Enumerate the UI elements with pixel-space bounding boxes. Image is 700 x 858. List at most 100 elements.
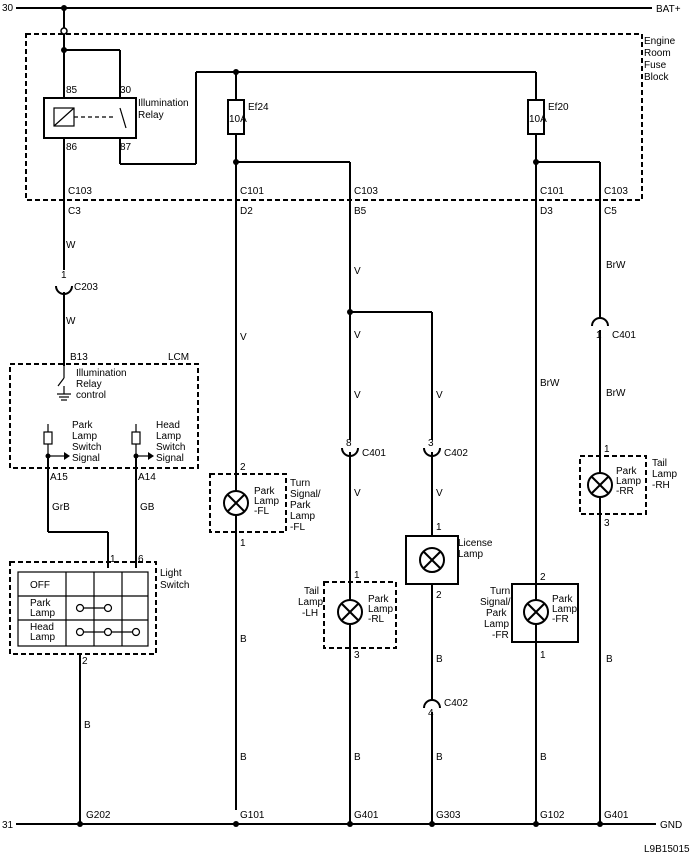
lamp-rl-pin-bot: 3 [354,650,360,661]
wire-color-w1: W [66,240,76,251]
lamp-rr-pin-top: 1 [604,444,610,455]
feed-terminal [60,27,68,35]
light-switch-label-2: Switch [160,580,189,591]
wire-color-b7: B [606,654,613,665]
lamp-fl-pin-top: 2 [240,462,246,473]
lamp-rl-label-3: -RL [368,614,385,625]
light-switch-box [9,561,157,655]
conn-c203: C203 [74,282,98,293]
ground-g401b-dot [597,821,603,827]
switch-pin-2: 2 [82,656,88,667]
wire-color-v1: V [240,332,247,343]
lamp-rl-desc-1: Tail [304,586,319,597]
conn-c402-bot: C402 [444,698,468,709]
ground-g401a: G401 [354,810,379,821]
lamp-fr-desc-5: -FR [492,630,509,641]
lcm-ctrl-label-3: control [76,390,106,401]
head-signal-arrow-icon [148,452,154,460]
lamp-fl-label-3: -FL [254,506,269,517]
rail-30-label: 30 [2,3,14,14]
ground-g202: G202 [86,810,111,821]
lamp-fr-desc-1: Turn [490,586,510,597]
conn-d3: D3 [540,206,553,217]
lamp-rr-box [579,455,647,515]
ground-g101: G101 [240,810,265,821]
lamp-rl-box [323,581,397,649]
lcm-head-label-3: Switch [156,442,185,453]
fuse-ef24-rating: 10A [229,114,247,125]
relay-switch-icon [119,107,127,129]
wire-color-v6: V [436,488,443,499]
lcm-pin-a15: A15 [50,472,68,483]
switch-contact [103,627,113,637]
c402-top-pin: 3 [428,438,434,449]
fuse-block-label-2: Room [644,48,671,59]
relay-pin-87: 87 [120,142,132,153]
lamp-fr-label-3: -FR [552,614,569,625]
lamp-fr-label-2: Lamp [552,604,577,615]
ground-g303-dot [429,821,435,827]
license-pin-top: 1 [436,522,442,533]
lamp-fl-desc-5: -FL [290,522,305,533]
fuse-ef20-name: Ef20 [548,102,569,113]
lamp-rl-desc-2: Lamp [298,597,323,608]
fuse-block-label-4: Block [644,72,669,83]
lamp-fr-pin-bot: 1 [540,650,546,661]
wire-color-b1: B [84,720,91,731]
lamp-fr-label-1: Park [552,594,574,605]
wire-color-w2: W [66,316,76,327]
conn-c101-b: C101 [540,186,564,197]
ground-g202-dot [77,821,83,827]
conn-c402-top: C402 [444,448,468,459]
wire-color-b6: B [540,752,547,763]
lcm-ctrl-switch [57,377,65,387]
relay-label-2: Relay [138,110,164,121]
wire-color-gb: GB [140,502,155,513]
lamp-fr-box [511,583,579,643]
lcm-box [9,363,199,469]
conn-c101-a: C101 [240,186,264,197]
conn-c3: C3 [68,206,81,217]
rail-bat-label: BAT+ [656,4,681,15]
park-signal-arrow-icon [64,452,70,460]
rail-31-label: 31 [2,820,14,831]
fuse-ef24-name: Ef24 [248,102,269,113]
conn-c5: C5 [604,206,617,217]
lcm-park-label-3: Switch [72,442,101,453]
illumination-relay [43,97,137,139]
wire-color-v4: V [436,390,443,401]
fuse-block-label-3: Fuse [644,60,667,71]
lamp-rl-desc-3: -LH [302,608,318,619]
wire-color-brw3: BrW [606,388,626,399]
park-signal-resistor-icon [43,431,53,445]
lamp-rr-label-2: Lamp [616,476,641,487]
c401-rr-connector [591,317,609,327]
lamp-fl-desc-2: Signal/ [290,489,321,500]
lamp-rr-desc-3: -RH [652,480,670,491]
switch-head-label-1: Head [30,622,54,633]
lcm-head-label-2: Lamp [156,431,181,442]
wire-color-b3: B [354,752,361,763]
head-signal-resistor-icon [131,431,141,445]
wire-color-grb: GrB [52,502,70,513]
conn-c103-left: C103 [68,186,92,197]
wire-color-v5: V [354,488,361,499]
relay-pin-85: 85 [66,85,78,96]
lcm-park-label-2: Lamp [72,431,97,442]
lamp-fr-pin-top: 2 [540,572,546,583]
lamp-rr-label-3: -RR [616,486,634,497]
ground-g401b: G401 [604,810,629,821]
light-switch-label-1: Light [160,568,182,579]
lamp-fr-desc-3: Park [486,608,508,619]
lamp-fl-desc-4: Lamp [290,511,315,522]
lcm-park-label-1: Park [72,420,94,431]
lamp-rr-label-1: Park [616,466,638,477]
lamp-fl-box [209,473,287,533]
lcm-pin-a14: A14 [138,472,156,483]
fuse-ef20-rating: 10A [529,114,547,125]
switch-contact [75,603,85,613]
relay-coil-diagonal [53,107,75,127]
switch-pin-1: 1 [110,554,116,565]
wire-color-brw2: BrW [606,260,626,271]
